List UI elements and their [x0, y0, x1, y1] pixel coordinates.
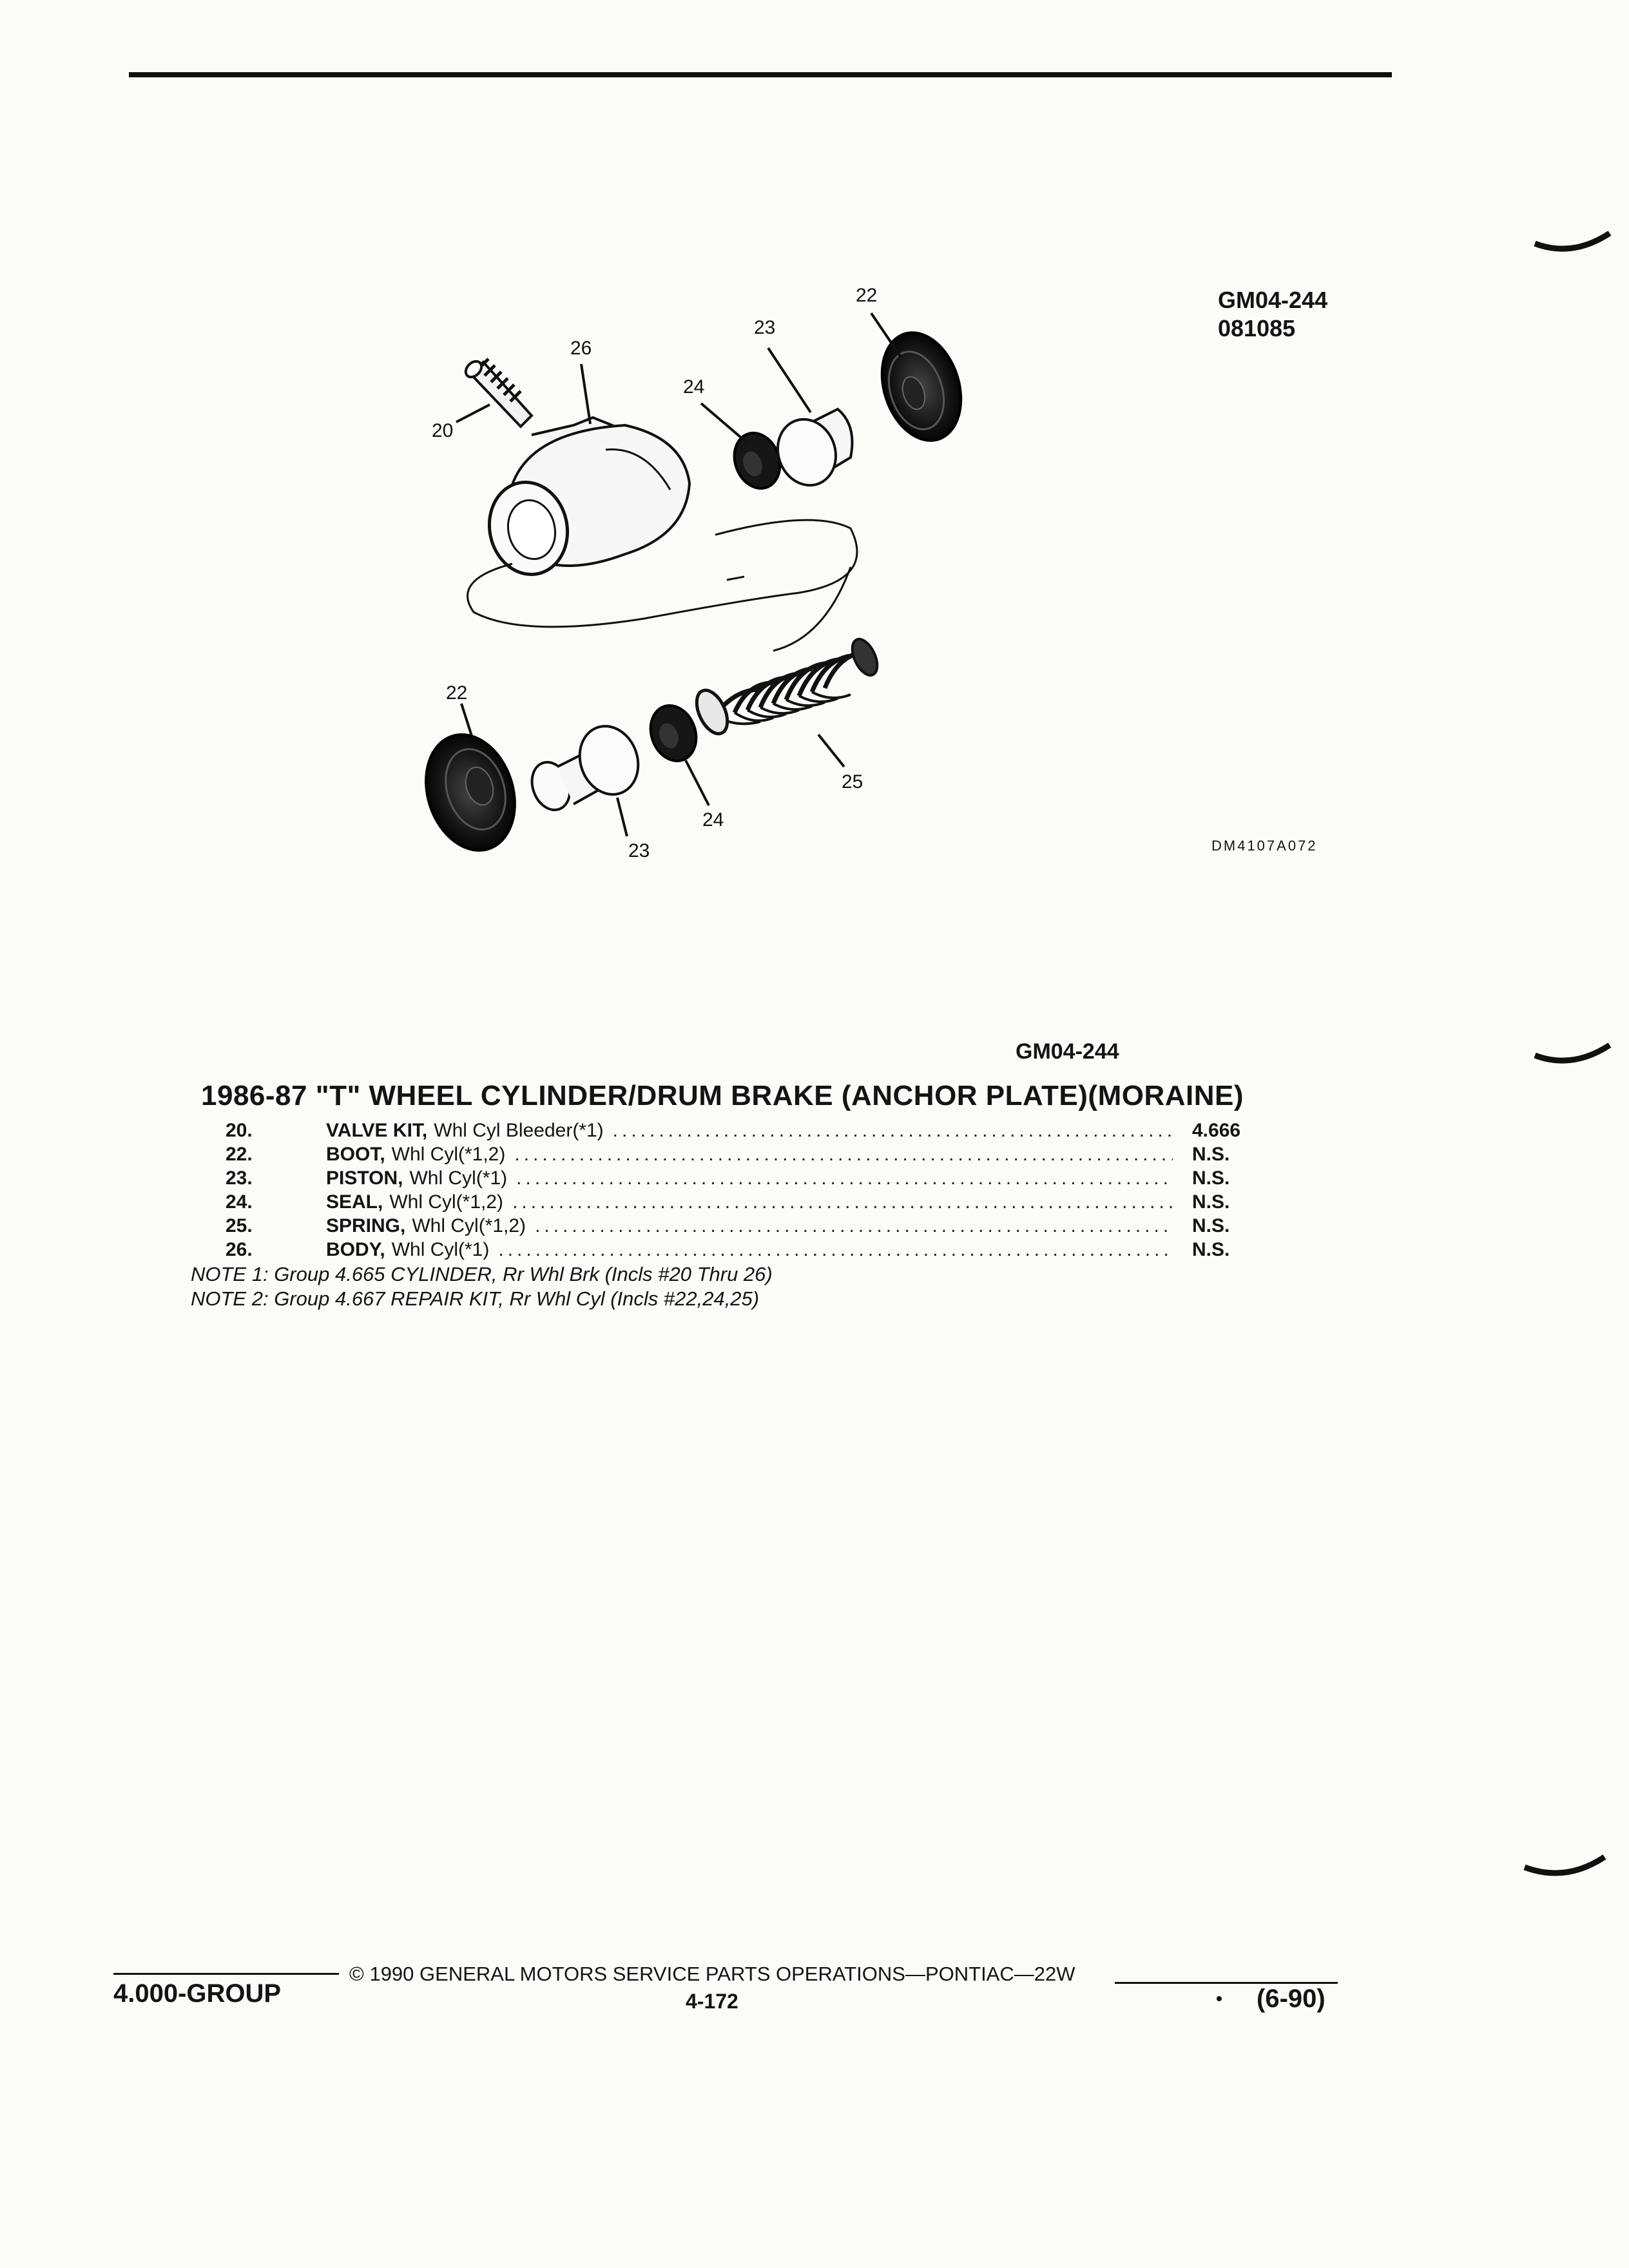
part-name: PISTON,: [326, 1168, 403, 1189]
footer-rule-left: [113, 1973, 339, 1975]
part-row: 20. VALVE KIT, Whl Cyl Bleeder(*1) 4.666: [213, 1120, 1269, 1144]
seal-top-part: [733, 432, 782, 490]
part-name: SPRING,: [326, 1215, 406, 1236]
figure-code: GM04-244: [1218, 287, 1328, 313]
callout-23-bottom: 23: [628, 840, 650, 861]
leader-dots: [535, 1215, 1173, 1237]
leader-dots: [516, 1168, 1173, 1189]
page-number: 4-172: [686, 1990, 738, 2013]
leader-dots: [514, 1144, 1173, 1166]
note-1: NOTE 1: Group 4.665 CYLINDER, Rr Whl Brk…: [191, 1263, 773, 1285]
bleeder-valve-part: [464, 358, 534, 428]
part-group-value: N.S.: [1192, 1191, 1230, 1213]
part-name: VALVE KIT,: [326, 1120, 428, 1141]
revision-date: (6-90): [1257, 1984, 1325, 2013]
assembly-outline: [467, 519, 858, 628]
part-number: 22.: [226, 1144, 253, 1165]
part-number: 23.: [226, 1168, 253, 1189]
part-row: 22. BOOT, Whl Cyl(*1,2) N.S.: [213, 1144, 1269, 1168]
leader-22-bottom: [460, 703, 473, 736]
piston-bottom-part: [530, 725, 640, 811]
leader-dots: [498, 1239, 1173, 1261]
part-row: 26. BODY, Whl Cyl(*1) N.S.: [213, 1239, 1269, 1263]
part-name: SEAL,: [326, 1191, 383, 1213]
part-number: 26.: [226, 1239, 253, 1260]
spring-part: [695, 637, 879, 736]
part-description: Whl Cyl(*1): [409, 1168, 508, 1189]
cylinder-body-part: [487, 416, 691, 577]
figure-date-code: 081085: [1218, 315, 1296, 341]
part-group-value: N.S.: [1192, 1239, 1230, 1260]
callout-22-bottom: 22: [446, 682, 467, 704]
piston-top-part: [776, 407, 854, 487]
part-number: 20.: [226, 1120, 253, 1141]
boot-top-part: [880, 331, 963, 442]
section-code: GM04-244: [1016, 1039, 1119, 1064]
part-description: Whl Cyl(*1,2): [389, 1191, 504, 1213]
note-2: NOTE 2: Group 4.667 REPAIR KIT, Rr Whl C…: [191, 1287, 760, 1310]
callout-20: 20: [432, 420, 453, 441]
leader-24-top: [700, 402, 747, 443]
part-group-value: N.S.: [1192, 1215, 1230, 1236]
leader-23-top: [767, 347, 812, 414]
part-group-value: N.S.: [1192, 1144, 1230, 1165]
part-description: Whl Cyl(*1): [391, 1239, 490, 1260]
callout-23-top: 23: [754, 317, 775, 338]
leader-25: [817, 733, 845, 768]
part-description: Whl Cyl Bleeder(*1): [434, 1120, 604, 1141]
boot-bottom-part: [425, 733, 516, 852]
drawing-number: DM4107A072: [1211, 838, 1318, 854]
footer-rule-right: [1115, 1982, 1338, 1984]
part-group-value: 4.666: [1192, 1120, 1241, 1141]
part-description: Whl Cyl(*1,2): [412, 1215, 526, 1236]
part-row: 25. SPRING, Whl Cyl(*1,2) N.S.: [213, 1215, 1269, 1239]
seal-bottom-part: [649, 704, 698, 762]
binder-marks: [1523, 231, 1612, 1876]
copyright-line: © 1990 GENERAL MOTORS SERVICE PARTS OPER…: [349, 1963, 1075, 1985]
part-name: BOOT,: [326, 1144, 385, 1165]
part-group-value: N.S.: [1192, 1168, 1230, 1189]
section-title: 1986-87 "T" WHEEL CYLINDER/DRUM BRAKE (A…: [201, 1080, 1244, 1111]
callout-26: 26: [570, 338, 592, 359]
part-row: 24. SEAL, Whl Cyl(*1,2) N.S.: [213, 1191, 1269, 1215]
part-number: 25.: [226, 1215, 253, 1236]
leader-24-bottom: [684, 760, 710, 806]
group-label: 4.000-GROUP: [113, 1979, 282, 2008]
leader-dots: [512, 1191, 1173, 1213]
callout-24-bottom: 24: [702, 809, 724, 831]
footer-dot: [1217, 1996, 1222, 2001]
parts-list: 20. VALVE KIT, Whl Cyl Bleeder(*1) 4.666…: [213, 1120, 1269, 1263]
part-name: BODY,: [326, 1239, 385, 1260]
leader-22-top: [870, 312, 902, 358]
callout-22-top: 22: [856, 285, 877, 306]
leader-20: [456, 403, 490, 423]
part-number: 24.: [226, 1191, 253, 1213]
exploded-diagram: 20 26 24 23 22 22 25 24 23: [425, 285, 963, 861]
callout-25: 25: [842, 771, 863, 793]
callout-24-top: 24: [683, 376, 704, 398]
leader-23-bottom: [616, 797, 628, 837]
part-description: Whl Cyl(*1,2): [391, 1144, 506, 1165]
part-row: 23. PISTON, Whl Cyl(*1) N.S.: [213, 1168, 1269, 1191]
leader-26: [580, 363, 592, 425]
leader-dots: [613, 1120, 1173, 1142]
top-rule: [129, 72, 1392, 77]
